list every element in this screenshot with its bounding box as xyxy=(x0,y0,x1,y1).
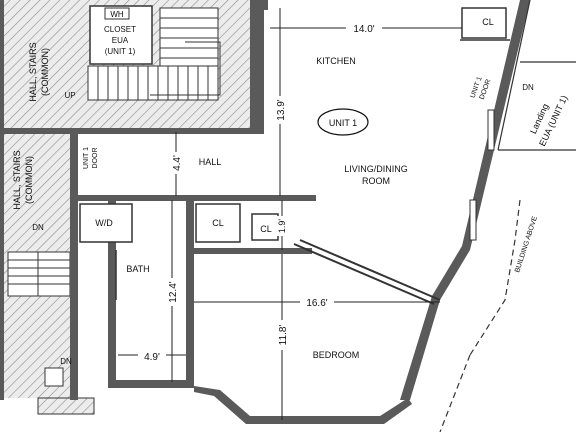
building-above-label: BUILDING ABOVE xyxy=(514,215,539,273)
living-label-1: LIVING/DINING xyxy=(344,164,408,174)
dn-bottom-label: DN xyxy=(60,357,72,366)
kitchen-label: KITCHEN xyxy=(316,56,356,66)
windows xyxy=(469,109,495,241)
closet-label-2: EUA xyxy=(112,36,129,45)
cl-small-label: CL xyxy=(260,224,272,234)
up-label: UP xyxy=(64,91,75,100)
stairs-bottom xyxy=(7,251,95,415)
dimension-labels: 14.0' 13.9' 4.4' 1.9' 12.4' 4.9' 16.6' 1… xyxy=(138,22,382,363)
stairs-top xyxy=(87,7,221,101)
wh-label: WH xyxy=(110,10,124,19)
interior-lines xyxy=(79,7,510,305)
dim-kitchen-height: 13.9' xyxy=(276,99,287,120)
hall-stairs-bottom-1: HALL, STAIRS xyxy=(12,150,22,209)
living-label-2: ROOM xyxy=(362,176,390,186)
dim-bath-height: 12.4' xyxy=(168,281,179,302)
unit1-door-left-2: DOOR xyxy=(92,148,99,169)
walls xyxy=(0,0,530,424)
hall-label: HALL xyxy=(199,157,222,167)
dim-hall-depth: 4.4' xyxy=(172,155,183,171)
dim-bath-width: 4.9' xyxy=(144,352,160,363)
hall-stairs-bottom-2: (COMMON) xyxy=(24,156,34,204)
hall-stairs-top-2: (COMMON) xyxy=(40,48,50,96)
dn-right-label: DN xyxy=(522,83,534,92)
closet-label-1: CLOSET xyxy=(104,25,136,34)
bath-label: BATH xyxy=(126,264,149,274)
unit-label: UNIT 1 xyxy=(329,118,357,128)
dn-left-label: DN xyxy=(32,223,44,232)
closet-label-3: (UNIT 1) xyxy=(105,47,136,56)
cl-hall-label: CL xyxy=(212,218,224,228)
closet-eua xyxy=(89,5,153,65)
dim-kitchen-width: 14.0' xyxy=(353,24,374,35)
landing-area xyxy=(439,0,576,432)
wd-label: W/D xyxy=(95,218,113,228)
hall-stairs-top-1: HALL, STAIRS xyxy=(28,42,38,101)
unit-ellipse xyxy=(317,108,369,136)
bedroom-label: BEDROOM xyxy=(313,350,360,360)
dim-cl-height: 1.9' xyxy=(277,219,287,234)
dim-bedroom-height: 11.8' xyxy=(278,325,289,346)
cl-top-label: CL xyxy=(482,17,494,27)
unit1-door-left-1: UNIT 1 xyxy=(83,147,90,169)
dim-bedroom-width: 16.6' xyxy=(306,298,327,309)
